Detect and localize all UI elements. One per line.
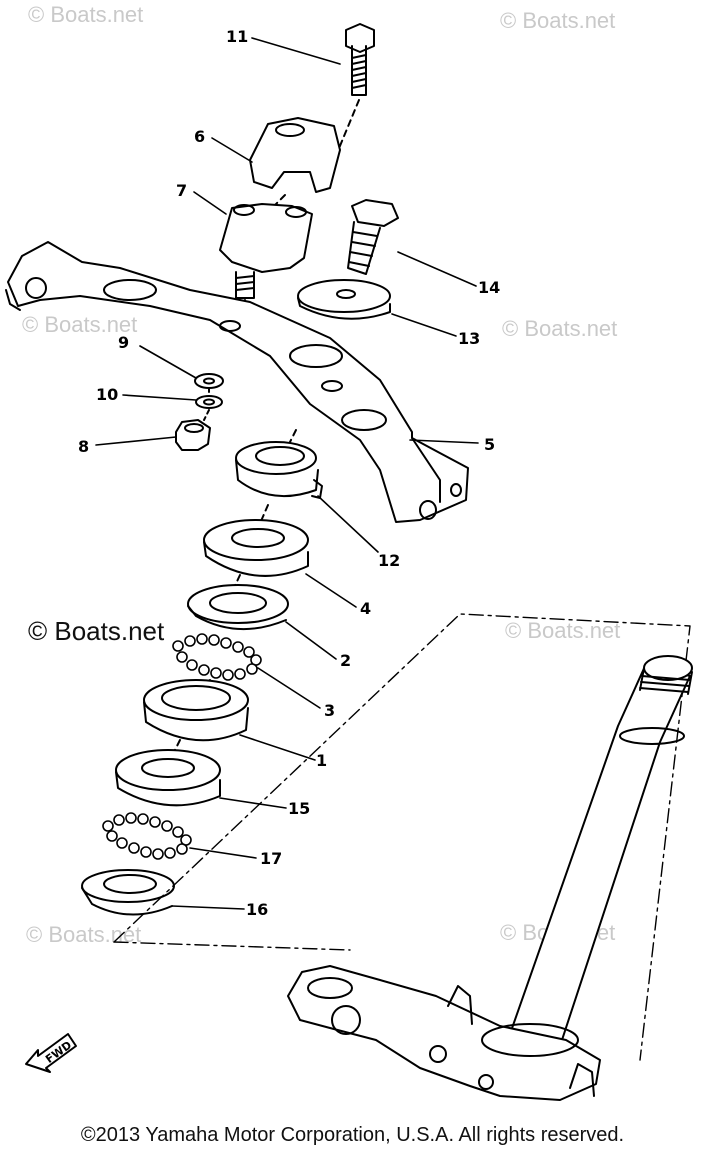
assembly-outline [113, 613, 691, 1061]
callout-1: 1 [316, 751, 327, 770]
part-12-ring-nut [235, 441, 323, 499]
part-17-ball-bearings [102, 812, 192, 860]
under-bracket [287, 965, 601, 1101]
callout-3: 3 [324, 701, 335, 720]
part-15-race-cup [115, 749, 221, 807]
part-1-race-cup [143, 679, 249, 742]
callout-14: 14 [478, 278, 500, 297]
part-6-upper-holder [249, 117, 341, 193]
callout-9: 9 [118, 333, 129, 352]
callout-4: 4 [360, 599, 371, 618]
part-3-ball-bearings [172, 633, 262, 681]
callout-2: 2 [340, 651, 351, 670]
steering-parts-diagram: 11 6 7 14 13 9 10 8 5 12 4 2 3 1 15 17 1… [5, 23, 693, 1101]
copyright-notice: ©2013 Yamaha Motor Corporation, U.S.A. A… [80, 1124, 625, 1146]
callout-17: 17 [260, 849, 282, 868]
callout-10: 10 [96, 385, 118, 404]
part-16-dust-seal [81, 869, 175, 916]
part-8-nut [175, 419, 211, 451]
part-4-cover [203, 519, 309, 577]
watermark-mid-right: © Boats.net [502, 316, 618, 341]
part-9-washer [194, 373, 224, 389]
callout-5: 5 [484, 435, 495, 454]
part-7-lower-holder [219, 203, 313, 299]
callout-7: 7 [176, 181, 187, 200]
forward-arrow-icon: FWD [25, 1033, 77, 1073]
part-11-bolt [345, 23, 375, 96]
part-10-lock-washer [195, 395, 223, 409]
callout-13: 13 [458, 329, 480, 348]
callout-6: 6 [194, 127, 205, 146]
watermark-prominent: © Boats.net [28, 616, 165, 646]
callout-8: 8 [78, 437, 89, 456]
part-2-upper-race [187, 584, 289, 630]
callout-11: 11 [226, 27, 248, 46]
watermark-mid-left: © Boats.net [22, 312, 138, 337]
watermark-top-right: © Boats.net [500, 8, 616, 33]
callout-16: 16 [246, 900, 268, 919]
part-14-bolt [347, 199, 399, 275]
callout-12: 12 [378, 551, 400, 570]
watermark-top-left: © Boats.net [28, 2, 144, 27]
steering-stem [509, 655, 693, 1047]
callout-15: 15 [288, 799, 310, 818]
part-5-upper-bracket [5, 241, 469, 523]
watermark-right-lower: © Boats.net [505, 618, 621, 643]
part-13-washer [297, 279, 391, 320]
